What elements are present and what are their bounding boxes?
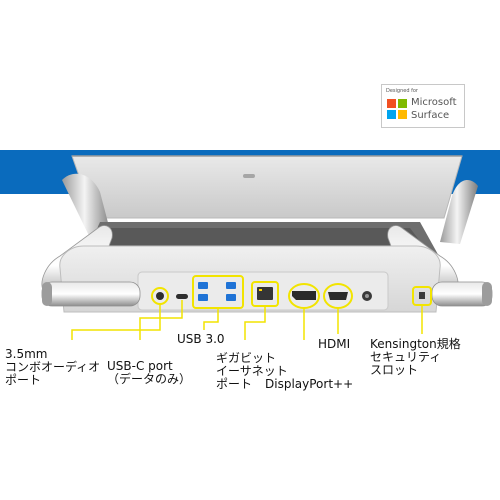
leader-ethernet: [244, 306, 266, 340]
ethernet-led: [259, 289, 262, 291]
label-kensington-line-3: スロット: [370, 363, 419, 377]
badge-product: Surface: [411, 110, 450, 121]
microsoft-logo-icon: [387, 99, 407, 119]
badge-caption: Designed for: [386, 88, 418, 94]
label-hdmi-port: HDMI: [318, 338, 350, 351]
dc-power-pin: [365, 294, 369, 298]
leader-usbc: [139, 300, 183, 340]
label-ethernet-line-3: ポート: [216, 377, 253, 391]
label-kensington-slot: Kensington規格 セキュリティ スロット: [370, 338, 461, 377]
label-usbc-line-2: （データのみ）: [107, 372, 192, 386]
right-rear-post: [440, 180, 478, 244]
kensington-slot: [419, 292, 425, 299]
label-kensington-line-1: Kensington規格: [370, 337, 461, 351]
designed-for-surface-badge: Designed for Microsoft Surface: [381, 84, 465, 128]
logo-square-blue: [387, 110, 396, 119]
leader-usb3: [203, 308, 219, 330]
label-audio-line-1: 3.5mm: [5, 347, 48, 361]
camera-bump: [243, 174, 255, 178]
label-displayport: DisplayPort++: [265, 378, 353, 391]
usb3-port-2: [198, 294, 208, 301]
usb3-port-1: [198, 282, 208, 289]
label-ethernet-port: ギガビット イーサネット ポート: [216, 352, 288, 391]
label-kensington-line-2: セキュリティ: [370, 350, 442, 364]
logo-square-yellow: [398, 110, 407, 119]
tablet-back: [71, 155, 463, 219]
leader-lines: [71, 300, 423, 340]
usb-c-port: [176, 294, 188, 299]
label-usbc-line-1: USB-C port: [107, 359, 173, 373]
logo-square-green: [398, 99, 407, 108]
leader-audio: [71, 304, 161, 340]
label-usb3-ports: USB 3.0: [177, 333, 225, 346]
label-audio-line-3: ポート: [5, 373, 42, 387]
hdmi-port: [328, 292, 348, 300]
logo-square-red: [387, 99, 396, 108]
label-hdmi-line-1: HDMI: [318, 337, 351, 351]
label-ethernet-line-1: ギガビット: [216, 351, 277, 365]
audio-jack: [156, 292, 164, 300]
badge-brand: Microsoft: [411, 97, 457, 108]
right-foot-cap: [482, 282, 492, 306]
label-displayport-line-1: DisplayPort++: [265, 377, 354, 391]
left-foot-cap: [42, 282, 52, 306]
docking-station-illustration: [41, 155, 493, 340]
left-foot: [41, 281, 141, 307]
label-audio-line-2: コンボオーディオ: [5, 360, 101, 374]
usb3-port-3: [226, 282, 236, 289]
usb3-port-4: [226, 294, 236, 301]
displayport-port: [292, 291, 316, 300]
label-usb-c-port: USB-C port （データのみ）: [107, 360, 191, 386]
label-ethernet-line-2: イーサネット: [216, 364, 288, 378]
label-audio-port: 3.5mm コンボオーディオ ポート: [5, 348, 100, 387]
ethernet-port: [257, 287, 273, 300]
label-usb3-line-1: USB 3.0: [177, 332, 225, 346]
